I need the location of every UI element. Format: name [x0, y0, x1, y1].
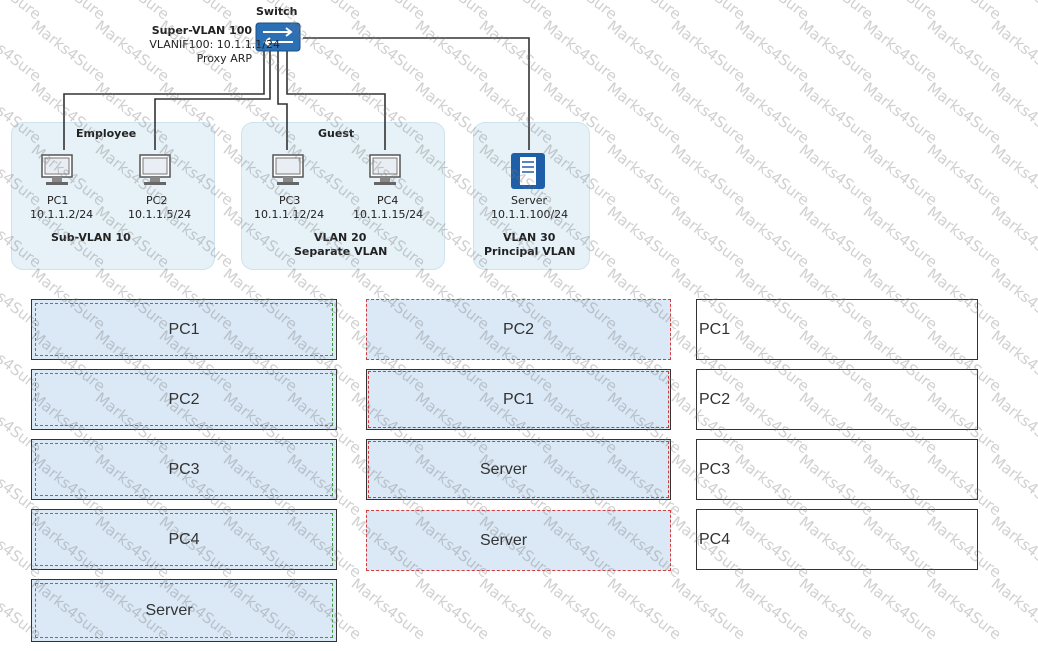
drag-item[interactable]: PC4 — [31, 509, 337, 570]
answer-slot[interactable]: PC2 — [366, 299, 671, 360]
target-slot[interactable]: PC3 — [696, 439, 978, 500]
connection-lines — [63, 37, 530, 150]
pc-icon — [271, 153, 305, 192]
watermark-text: Marks4Sure — [987, 450, 1038, 520]
host-ip: 10.1.1.12/24 — [254, 208, 325, 221]
host-name: PC2 — [146, 194, 168, 207]
employee-title: Employee — [76, 127, 137, 140]
host-name: Server — [511, 194, 548, 207]
drag-item[interactable]: PC3 — [31, 439, 337, 500]
watermark-text: Marks4Sure — [859, 574, 941, 644]
watermark-text: Marks4Sure — [987, 388, 1038, 458]
group-footer: Principal VLAN — [484, 245, 576, 258]
target-slot[interactable]: PC1 — [696, 299, 978, 360]
drag-item[interactable]: Server — [31, 579, 337, 642]
vlanif-label: VLANIF100: 10.1.1.1/24 — [149, 38, 280, 51]
server-group — [473, 122, 590, 270]
watermark-text: Marks4Sure — [347, 574, 429, 644]
host-ip: 10.1.1.100/24 — [491, 208, 569, 221]
host-name: PC4 — [377, 194, 399, 207]
group-footer: VLAN 20 — [314, 231, 367, 244]
watermark-text: Marks4Sure — [731, 574, 813, 644]
answer-slot[interactable]: PC1 — [366, 369, 671, 430]
group-footer: VLAN 30 — [503, 231, 556, 244]
host-ip: 10.1.1.2/24 — [30, 208, 94, 221]
guest-title: Guest — [318, 127, 355, 140]
answer-slot[interactable]: Server — [366, 439, 671, 500]
host-ip: 10.1.1.15/24 — [353, 208, 424, 221]
watermark-text: Marks4Sure — [667, 574, 749, 644]
watermark-text: Marks4Sure — [795, 574, 877, 644]
switch-icon — [255, 22, 301, 52]
server-icon — [510, 152, 546, 195]
host-name: PC3 — [279, 194, 301, 207]
target-slot[interactable]: PC4 — [696, 509, 978, 570]
watermark-text: Marks4Sure — [475, 574, 557, 644]
target-slot[interactable]: PC2 — [696, 369, 978, 430]
super-vlan-label: Super-VLAN 100 — [151, 24, 252, 37]
pc-icon — [40, 153, 74, 192]
employee-group — [11, 122, 215, 270]
watermark-text: Marks4Sure — [923, 574, 1005, 644]
host-name: PC1 — [47, 194, 69, 207]
watermark-text: Marks4Sure — [539, 574, 621, 644]
watermark-text: Marks4Sure — [603, 574, 685, 644]
drag-item[interactable]: PC2 — [31, 369, 337, 430]
watermark-text: Marks4Sure — [987, 326, 1038, 396]
switch-label: Switch — [256, 5, 298, 18]
pc-icon — [368, 153, 402, 192]
watermark-text: Marks4Sure — [987, 574, 1038, 644]
answer-slot[interactable]: Server — [366, 510, 671, 571]
group-footer: Separate VLAN — [294, 245, 388, 258]
host-ip: 10.1.1.5/24 — [128, 208, 192, 221]
pc-icon — [138, 153, 172, 192]
watermark-text: Marks4Sure — [987, 512, 1038, 582]
drag-item[interactable]: PC1 — [31, 299, 337, 360]
proxy-arp-label: Proxy ARP — [196, 52, 252, 65]
guest-group — [241, 122, 445, 270]
group-footer: Sub-VLAN 10 — [51, 231, 131, 244]
watermark-text: Marks4Sure — [411, 574, 493, 644]
